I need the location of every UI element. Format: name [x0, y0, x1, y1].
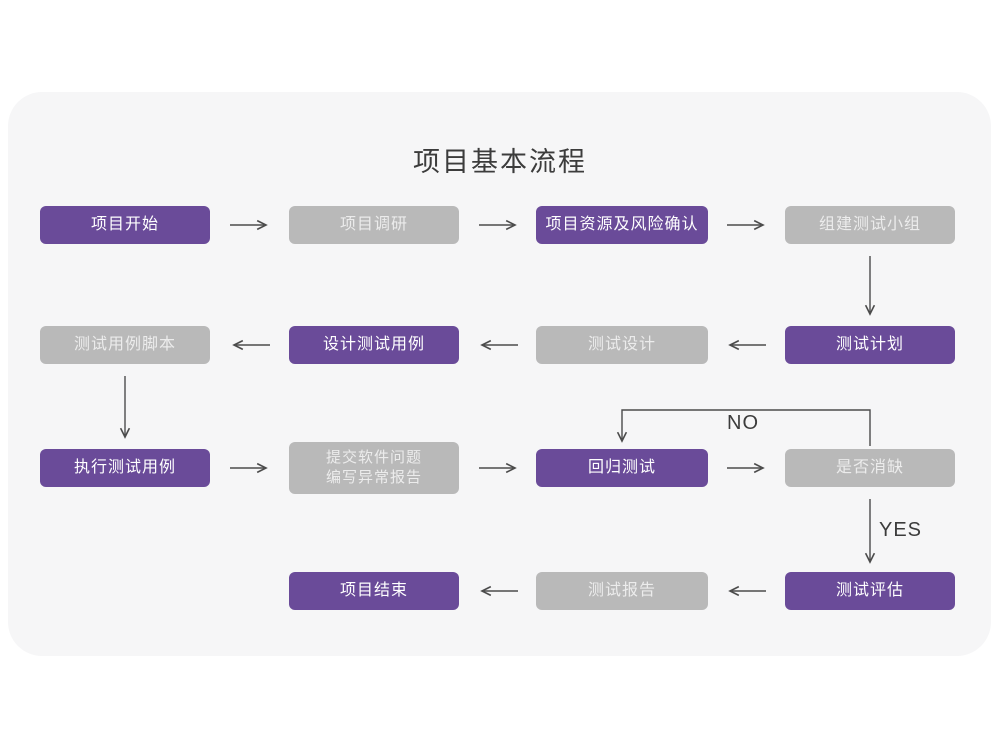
flow-node-project-research: 项目调研	[289, 206, 459, 244]
flow-node-label: 组建测试小组	[818, 216, 921, 234]
flow-node-test-plan: 测试计划	[785, 326, 955, 364]
flow-node-test-evaluation: 测试评估	[785, 572, 955, 610]
flow-node-label: 测试用例脚本	[73, 336, 176, 354]
flow-node-label: 项目调研	[339, 216, 408, 234]
flow-node-test-case-scripts: 测试用例脚本	[40, 326, 210, 364]
flow-node-resource-risk: 项目资源及风险确认	[536, 206, 708, 244]
flow-node-build-test-team: 组建测试小组	[785, 206, 955, 244]
flow-node-execute-test-cases: 执行测试用例	[40, 449, 210, 487]
flow-node-label: 项目结束	[339, 582, 408, 600]
flow-node-label: 设计测试用例	[322, 336, 425, 354]
flow-node-label: 项目开始	[90, 216, 159, 234]
flow-node-defect-cleared: 是否消缺	[785, 449, 955, 487]
flow-node-label: 测试设计	[587, 336, 656, 354]
flow-node-label: 提交软件问题	[325, 448, 422, 466]
diagram-title: 项目基本流程	[413, 147, 587, 177]
flow-node-submit-issue-report: 提交软件问题 编写异常报告	[289, 442, 459, 494]
flow-node-label: 测试评估	[835, 582, 904, 600]
flow-node-project-end: 项目结束	[289, 572, 459, 610]
edge-label-yes: YES	[879, 519, 923, 541]
flow-node-label: 执行测试用例	[73, 459, 176, 477]
flow-node-label: 是否消缺	[835, 459, 904, 477]
flow-node-label: 回归测试	[587, 459, 656, 477]
edge-label-no: NO	[727, 412, 759, 434]
flow-node-label: 测试计划	[835, 336, 904, 354]
flow-node-project-start: 项目开始	[40, 206, 210, 244]
flow-node-regression-test: 回归测试	[536, 449, 708, 487]
flow-node-label: 项目资源及风险确认	[545, 216, 699, 234]
diagram-card	[8, 92, 991, 656]
flow-node-test-design: 测试设计	[536, 326, 708, 364]
flow-node-label-line2: 编写异常报告	[325, 469, 422, 486]
flow-node-test-report: 测试报告	[536, 572, 708, 610]
flow-node-label: 测试报告	[587, 582, 656, 600]
flow-node-design-test-cases: 设计测试用例	[289, 326, 459, 364]
